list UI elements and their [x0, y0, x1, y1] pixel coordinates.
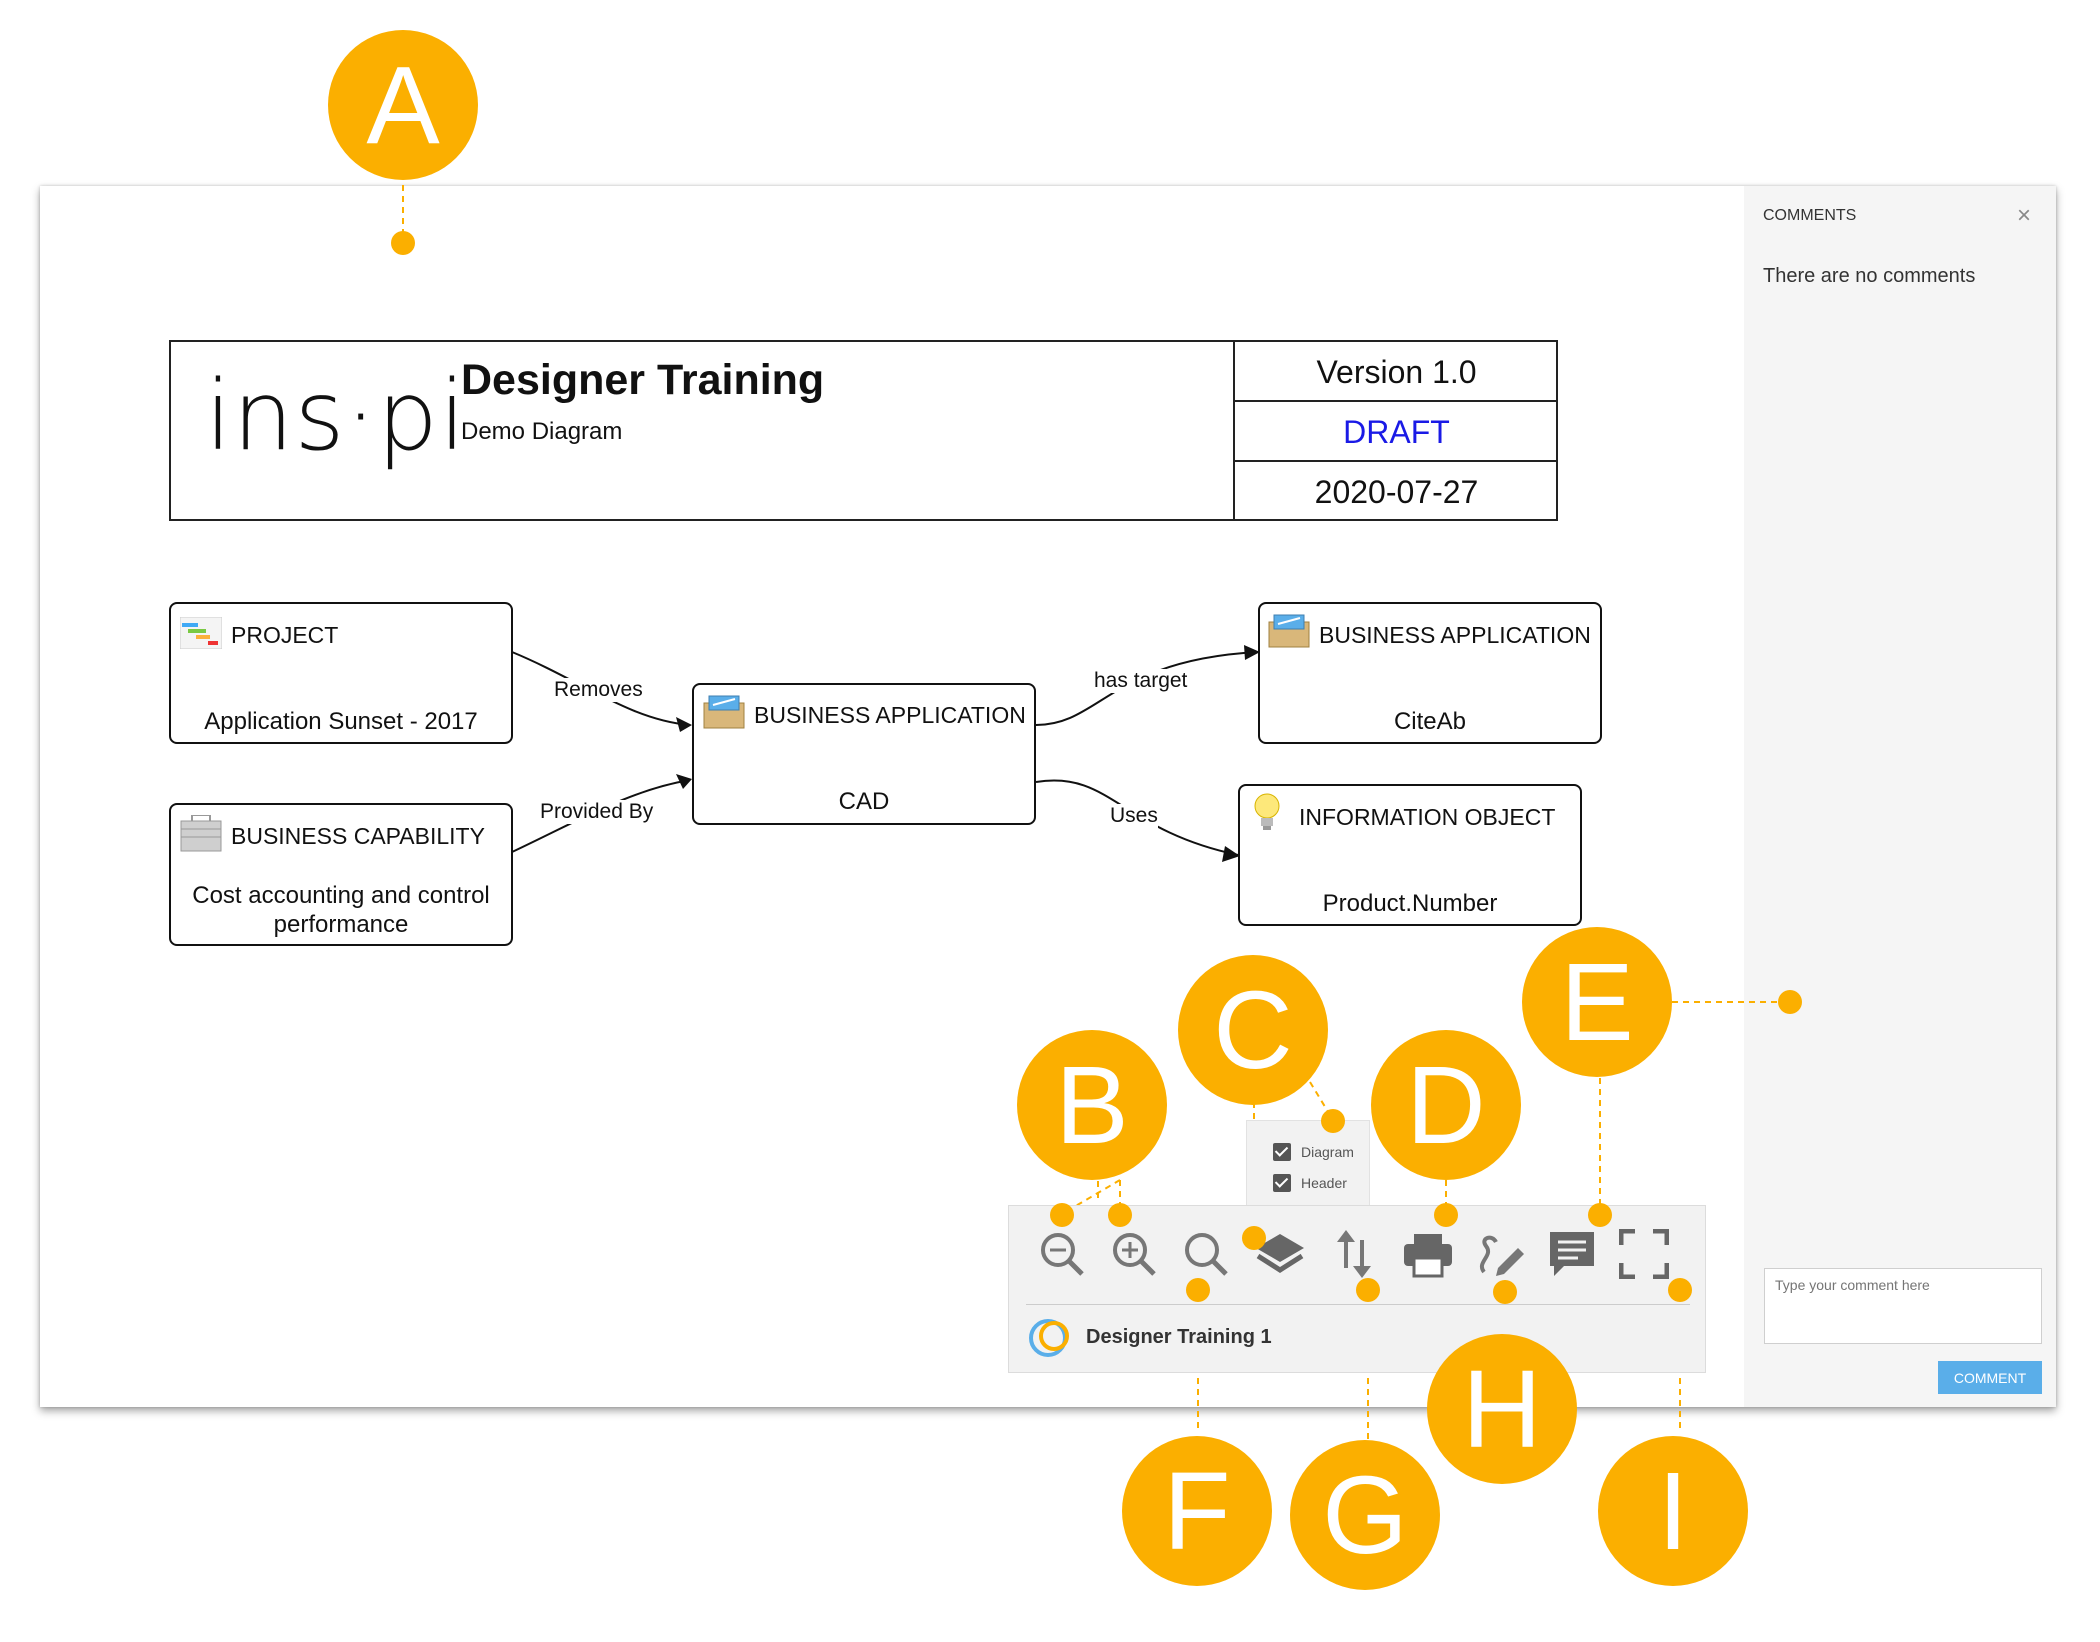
node-name-label: Product.Number	[1322, 890, 1498, 917]
annotation-bubble-c: C	[1178, 955, 1328, 1105]
comment-icon	[1550, 1232, 1594, 1276]
annotation-dot	[1434, 1203, 1458, 1227]
gantt-icon	[180, 617, 222, 649]
annotation-bubble-a: A	[328, 30, 478, 180]
diagram-title: Designer Training	[461, 356, 825, 404]
layer-option-label: Header	[1301, 1175, 1347, 1191]
comments-sidebar	[1744, 186, 2056, 1407]
node-name-label: CiteAb	[1393, 708, 1467, 735]
annotation-dot	[1588, 1203, 1612, 1227]
node-information-object[interactable]	[1238, 784, 1582, 926]
comment-input[interactable]	[1764, 1268, 2042, 1344]
fullscreen-button[interactable]	[1616, 1226, 1672, 1282]
layers-icon	[1256, 1234, 1304, 1273]
application-box-icon	[703, 695, 745, 729]
status-divider	[1235, 460, 1558, 462]
annotation-dot	[1668, 1278, 1692, 1302]
edge-label-removes: Removes	[554, 678, 643, 702]
annotation-bubble-f: F	[1122, 1436, 1272, 1586]
node-type-label: BUSINESS CAPABILITY	[231, 823, 485, 849]
checkbox-checked-icon[interactable]	[1273, 1174, 1291, 1192]
comment-submit-button[interactable]: COMMENT	[1938, 1361, 2042, 1394]
search-button[interactable]	[1178, 1226, 1234, 1282]
toolbar-divider	[1026, 1304, 1690, 1305]
application-box-icon	[1268, 614, 1310, 648]
annotation-dot	[1186, 1278, 1210, 1302]
annotation-dot	[1356, 1278, 1380, 1302]
app-window	[40, 186, 2056, 1407]
annotation-bubble-b: B	[1017, 1030, 1167, 1180]
comments-title: COMMENTS	[1763, 207, 1857, 224]
node-business-application-citeab[interactable]	[1258, 602, 1602, 744]
layers-button[interactable]	[1252, 1226, 1308, 1282]
comments-button[interactable]	[1544, 1226, 1600, 1282]
node-name-label: Application Sunset - 2017	[204, 708, 478, 735]
node-type-label: BUSINESS APPLICATION	[754, 702, 1026, 728]
annotation-bubble-i: I	[1598, 1436, 1748, 1586]
annotation-bubble-g: G	[1290, 1440, 1440, 1590]
edge-label-provided-by: Provided By	[540, 800, 654, 824]
annotation-dot	[1050, 1203, 1074, 1227]
sort-icon	[1337, 1230, 1371, 1278]
diagram-subtitle: Demo Diagram	[461, 418, 623, 445]
layer-option-diagram[interactable]: Diagram	[1273, 1143, 1354, 1161]
zoom-out-button[interactable]	[1034, 1226, 1090, 1282]
annotation-dot	[1778, 990, 1802, 1014]
node-name-label: performance	[273, 911, 409, 938]
node-name-label: Cost accounting and control	[192, 882, 490, 909]
annotation-bubble-h: H	[1427, 1334, 1577, 1484]
no-comments-text: There are no comments	[1763, 265, 1976, 287]
edge-label-has-target: has target	[1094, 669, 1188, 693]
node-type-label: INFORMATION OBJECT	[1299, 804, 1556, 830]
draw-button[interactable]	[1472, 1226, 1528, 1282]
search-icon	[1185, 1233, 1228, 1276]
zoom-in-button[interactable]	[1106, 1226, 1162, 1282]
node-type-label: PROJECT	[231, 622, 339, 648]
document-name: Designer Training 1	[1086, 1326, 1272, 1348]
version-cell: Version 1.0	[1316, 353, 1477, 390]
annotation-dot	[1321, 1109, 1345, 1133]
layers-popup: Diagram Header	[1246, 1120, 1370, 1210]
inspi-logo: ins·pi	[205, 360, 467, 472]
node-project[interactable]	[169, 602, 513, 744]
close-icon[interactable]: ×	[2017, 202, 2032, 229]
date-cell: 2020-07-27	[1314, 473, 1479, 510]
print-button[interactable]	[1400, 1226, 1456, 1282]
zoom-in-icon	[1113, 1233, 1156, 1276]
node-name-label: CAD	[838, 788, 890, 815]
annotation-dot	[1493, 1280, 1517, 1304]
lightbulb-icon	[1254, 793, 1280, 830]
fullscreen-icon	[1619, 1229, 1669, 1279]
header-divider	[1233, 340, 1235, 521]
sort-button[interactable]	[1326, 1226, 1382, 1282]
annotation-bubble-e: E	[1522, 927, 1672, 1077]
version-divider	[1235, 400, 1558, 402]
status-cell: DRAFT	[1343, 413, 1450, 450]
annotation-dot	[391, 231, 415, 255]
annotation-dot	[1108, 1203, 1132, 1227]
node-business-application-cad[interactable]	[692, 683, 1036, 825]
annotation-dot	[1242, 1226, 1266, 1250]
node-type-label: BUSINESS APPLICATION	[1319, 622, 1591, 648]
edge-label-uses: Uses	[1110, 804, 1158, 828]
briefcase-icon	[180, 815, 222, 852]
draw-icon	[1480, 1235, 1524, 1276]
layer-option-label: Diagram	[1301, 1144, 1354, 1160]
zoom-out-icon	[1041, 1233, 1084, 1276]
diagram-header	[169, 340, 1558, 521]
annotation-bubble-d: D	[1371, 1030, 1521, 1180]
inspi-brand-icon	[1029, 1319, 1069, 1357]
checkbox-checked-icon[interactable]	[1273, 1143, 1291, 1161]
print-icon	[1404, 1234, 1452, 1278]
node-business-capability[interactable]	[169, 803, 513, 946]
layer-option-header[interactable]: Header	[1273, 1174, 1347, 1192]
